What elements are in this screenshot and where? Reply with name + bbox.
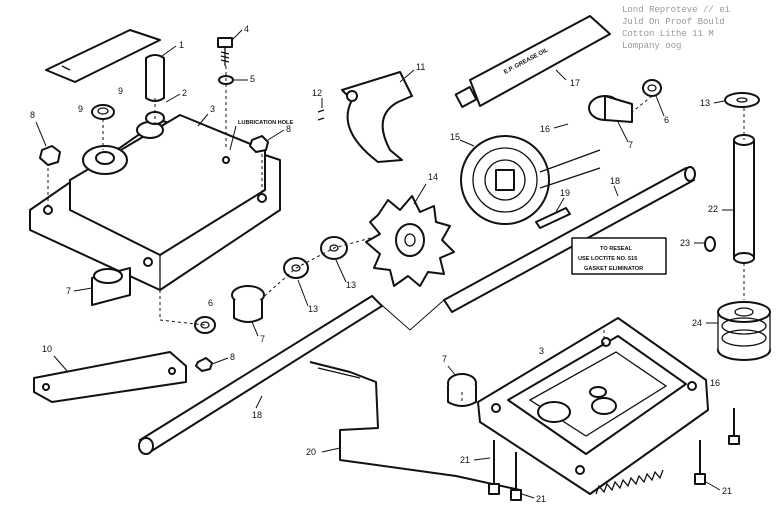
reseal-note: TO RESEAL USE LOCTITE NO. 515 GASKET ELI… [571, 237, 667, 275]
part-shaft [138, 166, 696, 455]
assembly-guides [47, 66, 745, 404]
corner-text-line: Lompany oog [622, 41, 681, 51]
callout-5: 5 [250, 74, 255, 84]
part-gear [365, 195, 455, 287]
seal-note-line: TO RESEAL [600, 246, 632, 252]
part-bracket [33, 351, 187, 403]
part-key [317, 109, 325, 121]
callout-21: 21 [722, 486, 732, 496]
callout-13: 13 [700, 98, 710, 108]
callout-9: 9 [118, 86, 123, 96]
callout-12: 12 [312, 88, 322, 98]
part-pulley [460, 135, 601, 225]
callout-20: 20 [306, 447, 316, 457]
lubrication-label: LUBRICATION HOLE [238, 120, 293, 126]
callout-13: 13 [308, 304, 318, 314]
part-bushing [91, 95, 633, 407]
part-screw [217, 37, 233, 66]
corner-text-line: Cotton Lithe 11 M [622, 29, 714, 39]
seal-note-line: USE LOCTITE NO. 515 [578, 256, 637, 262]
corner-text-line: Lond Reproteve // ei [622, 5, 730, 15]
callout-8: 8 [286, 124, 291, 134]
callout-4: 4 [244, 24, 249, 34]
corner-text-line: Juld On Proof Bould [622, 17, 725, 27]
callout-2: 2 [182, 88, 187, 98]
callout-24: 24 [692, 318, 702, 328]
seal-note-line: GASKET ELIMINATOR [584, 266, 643, 272]
callout-18: 18 [610, 176, 620, 186]
callout-7: 7 [628, 140, 633, 150]
part-upper-housing [29, 114, 281, 291]
callout-14: 14 [428, 172, 438, 182]
part-lower-housing [477, 317, 709, 495]
callout-11: 11 [416, 62, 425, 72]
callouts: 1 2 3 4 5 9 9 8 8 8 7 7 7 7 6 6 10 11 12… [30, 24, 734, 504]
part-shift-fork [341, 71, 413, 163]
callout-7: 7 [260, 334, 265, 344]
callout-19: 19 [560, 188, 570, 198]
part-pin-small [704, 236, 716, 252]
part-mount-bracket [309, 361, 521, 491]
part-grease-tube: E.P. GREASE OIL [454, 15, 611, 108]
callout-3: 3 [539, 346, 544, 356]
part-thrust-washer [194, 79, 662, 334]
callout-7: 7 [66, 286, 71, 296]
part-bolt [488, 408, 740, 501]
callout-3: 3 [210, 104, 215, 114]
callout-21: 21 [460, 455, 470, 465]
callout-23: 23 [680, 238, 690, 248]
callout-13: 13 [346, 280, 356, 290]
part-vent-nut [39, 135, 269, 372]
callout-16: 16 [710, 378, 720, 388]
callout-17: 17 [570, 78, 580, 88]
callout-16: 16 [540, 124, 550, 134]
callout-21: 21 [536, 494, 546, 504]
callout-7: 7 [442, 354, 447, 364]
callout-6: 6 [208, 298, 213, 308]
callout-18: 18 [252, 410, 262, 420]
part-drive-pulley [717, 301, 771, 361]
callout-10: 10 [42, 344, 52, 354]
callout-1: 1 [179, 40, 184, 50]
callout-6: 6 [664, 115, 669, 125]
part-pin [145, 54, 165, 102]
callout-22: 22 [708, 204, 718, 214]
part-vertical-shaft [733, 134, 755, 264]
corner-text: Lond Reproteve // ei Juld On Proof Bould… [622, 5, 730, 51]
callout-15: 15 [450, 132, 460, 142]
part-shaft-key [535, 207, 571, 229]
callout-8: 8 [230, 352, 235, 362]
callout-8: 8 [30, 110, 35, 120]
callout-9: 9 [78, 104, 83, 114]
part-plate [45, 29, 161, 83]
